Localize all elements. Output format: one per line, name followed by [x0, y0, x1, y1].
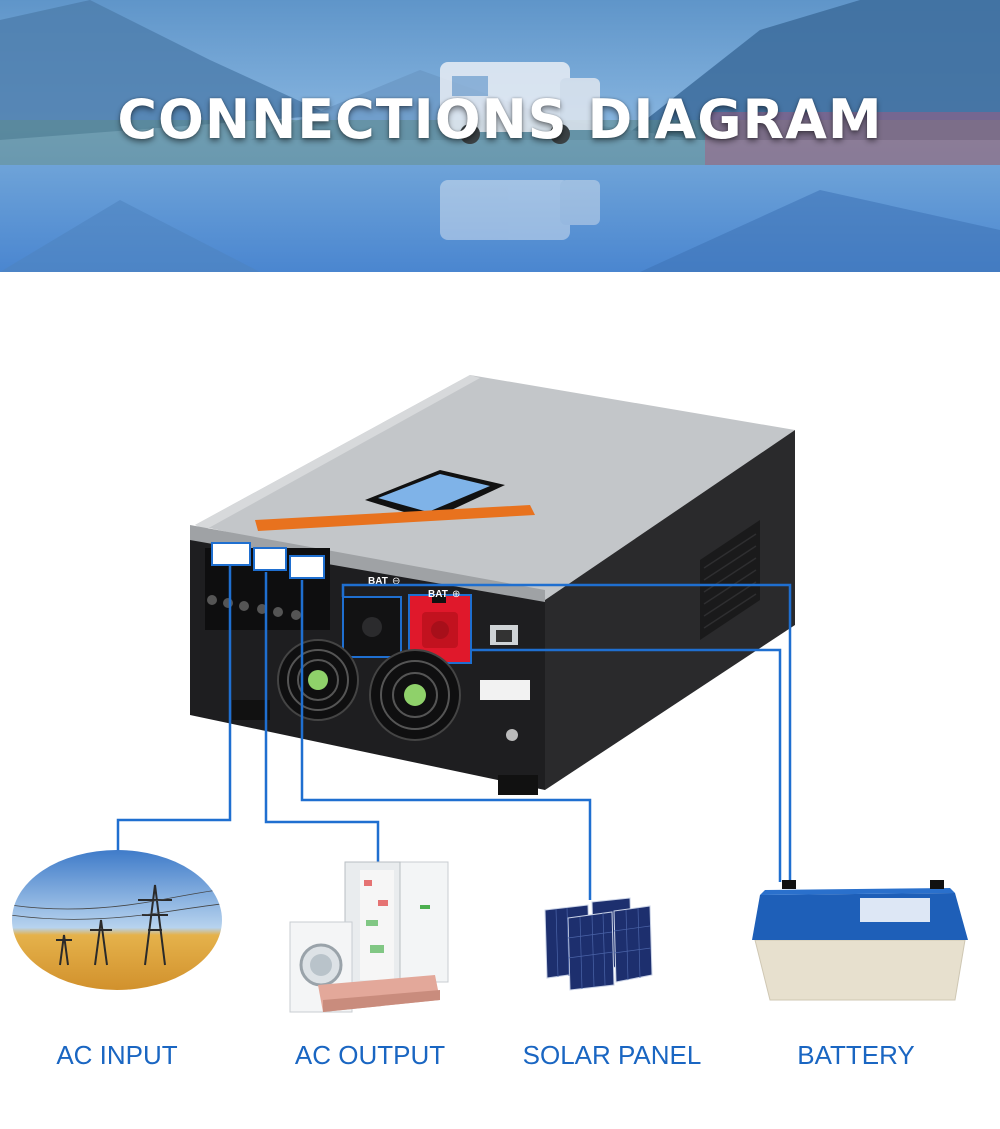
- battery-icon: [752, 880, 968, 1001]
- power-grid-icon: [12, 850, 222, 990]
- bat-negative-label: BAT: [368, 576, 388, 587]
- battery-negative-line: [341, 583, 792, 882]
- cooling-fan-left: [277, 639, 359, 721]
- label-solar-panel: SOLAR PANEL: [523, 1040, 702, 1070]
- device-labels: AC INPUT AC OUTPUT SOLAR PANEL BATTERY: [56, 1040, 914, 1070]
- solar-panel-icon: [544, 897, 653, 991]
- landscape-background: [0, 0, 1000, 272]
- connections-diagram: BAT ⊖ BAT ⊕: [12, 375, 968, 1070]
- header-banner: CONNECTIONS DIAGRAM: [0, 0, 1000, 272]
- bat-negative-symbol: ⊖: [392, 576, 400, 587]
- cooling-fan-right: [369, 649, 461, 741]
- bat-positive-label: BAT: [428, 589, 448, 600]
- solar-panel-line: [300, 580, 592, 900]
- bat-positive-symbol: ⊕: [452, 589, 460, 600]
- ac-output-line: [264, 572, 380, 868]
- connection-lines: [116, 565, 792, 900]
- label-ac-input: AC INPUT: [56, 1040, 177, 1070]
- ac-input-line: [116, 565, 232, 860]
- banner-title: CONNECTIONS DIAGRAM: [117, 88, 883, 151]
- battery-positive-line: [471, 648, 782, 882]
- hybrid-solar-inverter: BAT ⊖ BAT ⊕: [190, 375, 795, 795]
- label-ac-output: AC OUTPUT: [295, 1040, 445, 1070]
- label-battery: BATTERY: [797, 1040, 915, 1070]
- home-appliances-icon: [289, 861, 449, 1013]
